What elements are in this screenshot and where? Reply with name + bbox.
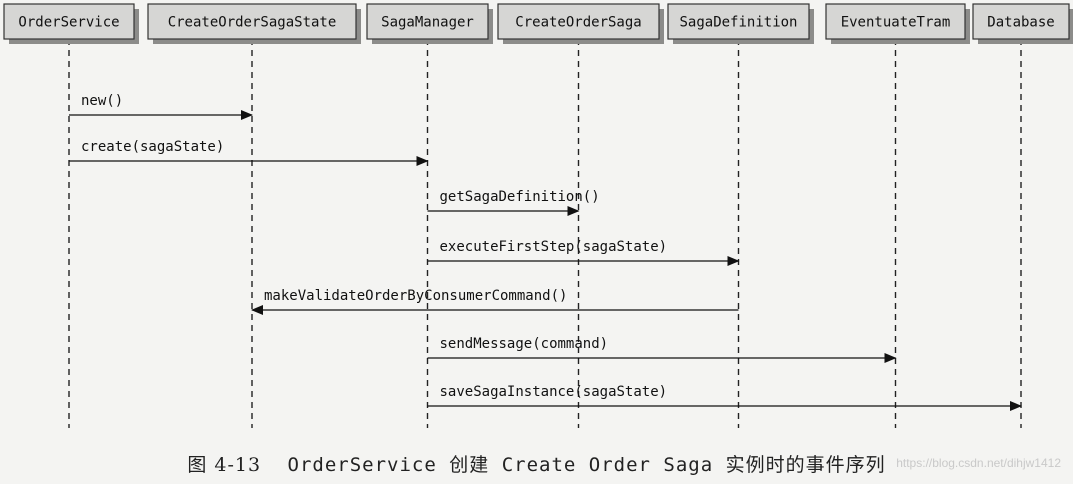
- figure-caption: 图 4-13 OrderService 创建 Create Order Saga…: [0, 450, 1073, 477]
- figure-number: 图 4-13: [187, 454, 262, 476]
- participant-label-saga-manager: SagaManager: [381, 15, 474, 31]
- participant-label-create-order-saga-state: CreateOrderSagaState: [168, 15, 337, 31]
- participant-label-order-service: OrderService: [18, 15, 119, 31]
- message-label-4: executeFirstStep(sagaState): [440, 239, 668, 255]
- participant-box-order-service: [3, 3, 135, 40]
- participant-box-saga-definition: [667, 3, 810, 40]
- sequence-diagram: OrderService CreateOrderSagaState SagaMana…: [3, 3, 1073, 428]
- participant-label-database: Database: [987, 15, 1054, 31]
- message-label-7: saveSagaInstance(sagaState): [440, 384, 668, 400]
- participant-label-eventuate-tram: EventuateTram: [841, 15, 951, 31]
- participant-label-create-order-saga: CreateOrderSaga: [515, 15, 641, 31]
- participant-box-database: [972, 3, 1070, 40]
- caption-code-2: Create Order Saga: [501, 454, 714, 476]
- message-label-2: create(sagaState): [81, 139, 224, 155]
- message-label-6: sendMessage(command): [440, 336, 609, 352]
- participant-label-saga-definition: SagaDefinition: [679, 15, 797, 31]
- watermark: https://blog.csdn.net/dihjw1412: [896, 456, 1061, 470]
- participant-box-saga-manager: [366, 3, 489, 40]
- message-label-5: makeValidateOrderByConsumerCommand(): [264, 288, 567, 304]
- caption-code-1: OrderService: [287, 454, 437, 476]
- caption-cjk-2: 实例时的事件序列: [725, 454, 886, 476]
- participant-box-create-order-saga-state: [147, 3, 357, 40]
- message-label-1: new(): [81, 93, 123, 109]
- participant-box-create-order-saga: [497, 3, 660, 40]
- caption-cjk-1: 创建: [449, 454, 490, 476]
- message-label-3: getSagaDefinition(): [440, 189, 600, 205]
- participant-box-eventuate-tram: [825, 3, 966, 40]
